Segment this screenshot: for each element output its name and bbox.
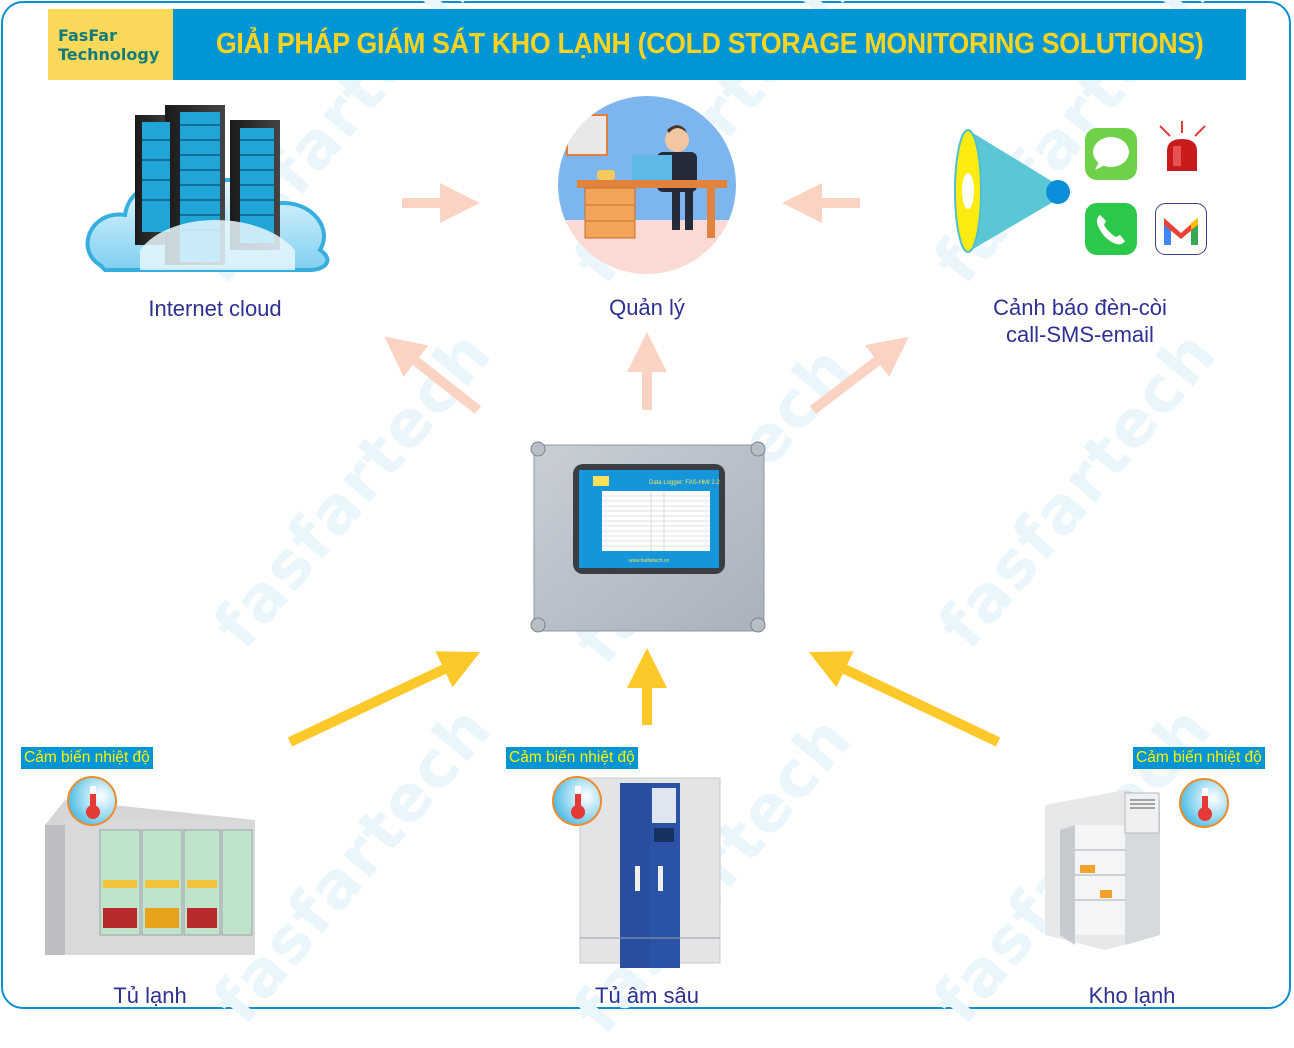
arrow-coldroom-to-device (808, 651, 1001, 747)
diagram-frame (1, 1, 1291, 1009)
fridge-image (45, 800, 255, 955)
label-internet-cloud: Internet cloud (148, 296, 282, 321)
arrow-fridge-to-device (287, 651, 481, 747)
data-logger-device: Data Logger: FAS-HMI 2.2 www.fasfartech.… (530, 441, 766, 633)
sensor-tag-deep-freezer: Cảm biến nhiệt độ (506, 747, 638, 769)
deep-freezer-image (579, 777, 721, 968)
sensor-tag-cold-room: Cảm biến nhiệt độ (1133, 747, 1265, 769)
device-screen-url: www.fasfartech.vn (629, 558, 670, 564)
device-screen-title: Data Logger: FAS-HMI 2.2 (649, 480, 720, 486)
cold-room-image (1045, 790, 1160, 950)
label-fridge: Tủ lạnh (113, 983, 187, 1008)
phone-icon (1085, 203, 1137, 255)
label-alarm: Cảnh báo đèn-còi call-SMS-email (960, 294, 1200, 348)
sensor-tag-fridge: Cảm biến nhiệt độ (21, 747, 153, 769)
brand-line-1: FasFar (58, 25, 117, 45)
label-alarm-line-2: call-SMS-email (1006, 322, 1154, 347)
arrow-device-to-cloud (384, 336, 482, 414)
server-cloud-icon (85, 105, 330, 272)
thermometer-icon (67, 776, 117, 826)
thermometer-icon (1179, 778, 1229, 828)
gmail-icon (1155, 203, 1207, 255)
label-manager: Quản lý (609, 295, 685, 320)
page-title: GIẢI PHÁP GIÁM SÁT KHO LẠNH (COLD STORAG… (215, 28, 1204, 60)
label-deep-freezer: Tủ âm sâu (595, 983, 699, 1008)
header-banner: FasFar Technology GIẢI PHÁP GIÁM SÁT KHO… (48, 9, 1246, 80)
megaphone-icon (954, 129, 1070, 253)
arrow-device-to-alarm (809, 336, 909, 414)
label-cold-room: Kho lạnh (1088, 983, 1176, 1008)
message-icon (1085, 128, 1137, 180)
arrows-layer (287, 183, 1001, 747)
brand-logo: FasFar Technology (48, 9, 173, 80)
thermometer-icon (552, 776, 602, 826)
label-alarm-line-1: Cảnh báo đèn-còi (993, 295, 1167, 320)
siren-icon (1159, 121, 1206, 171)
manager-desk-icon (558, 96, 736, 274)
brand-line-2: Technology (58, 44, 160, 64)
title-bar: GIẢI PHÁP GIÁM SÁT KHO LẠNH (COLD STORAG… (172, 9, 1246, 80)
